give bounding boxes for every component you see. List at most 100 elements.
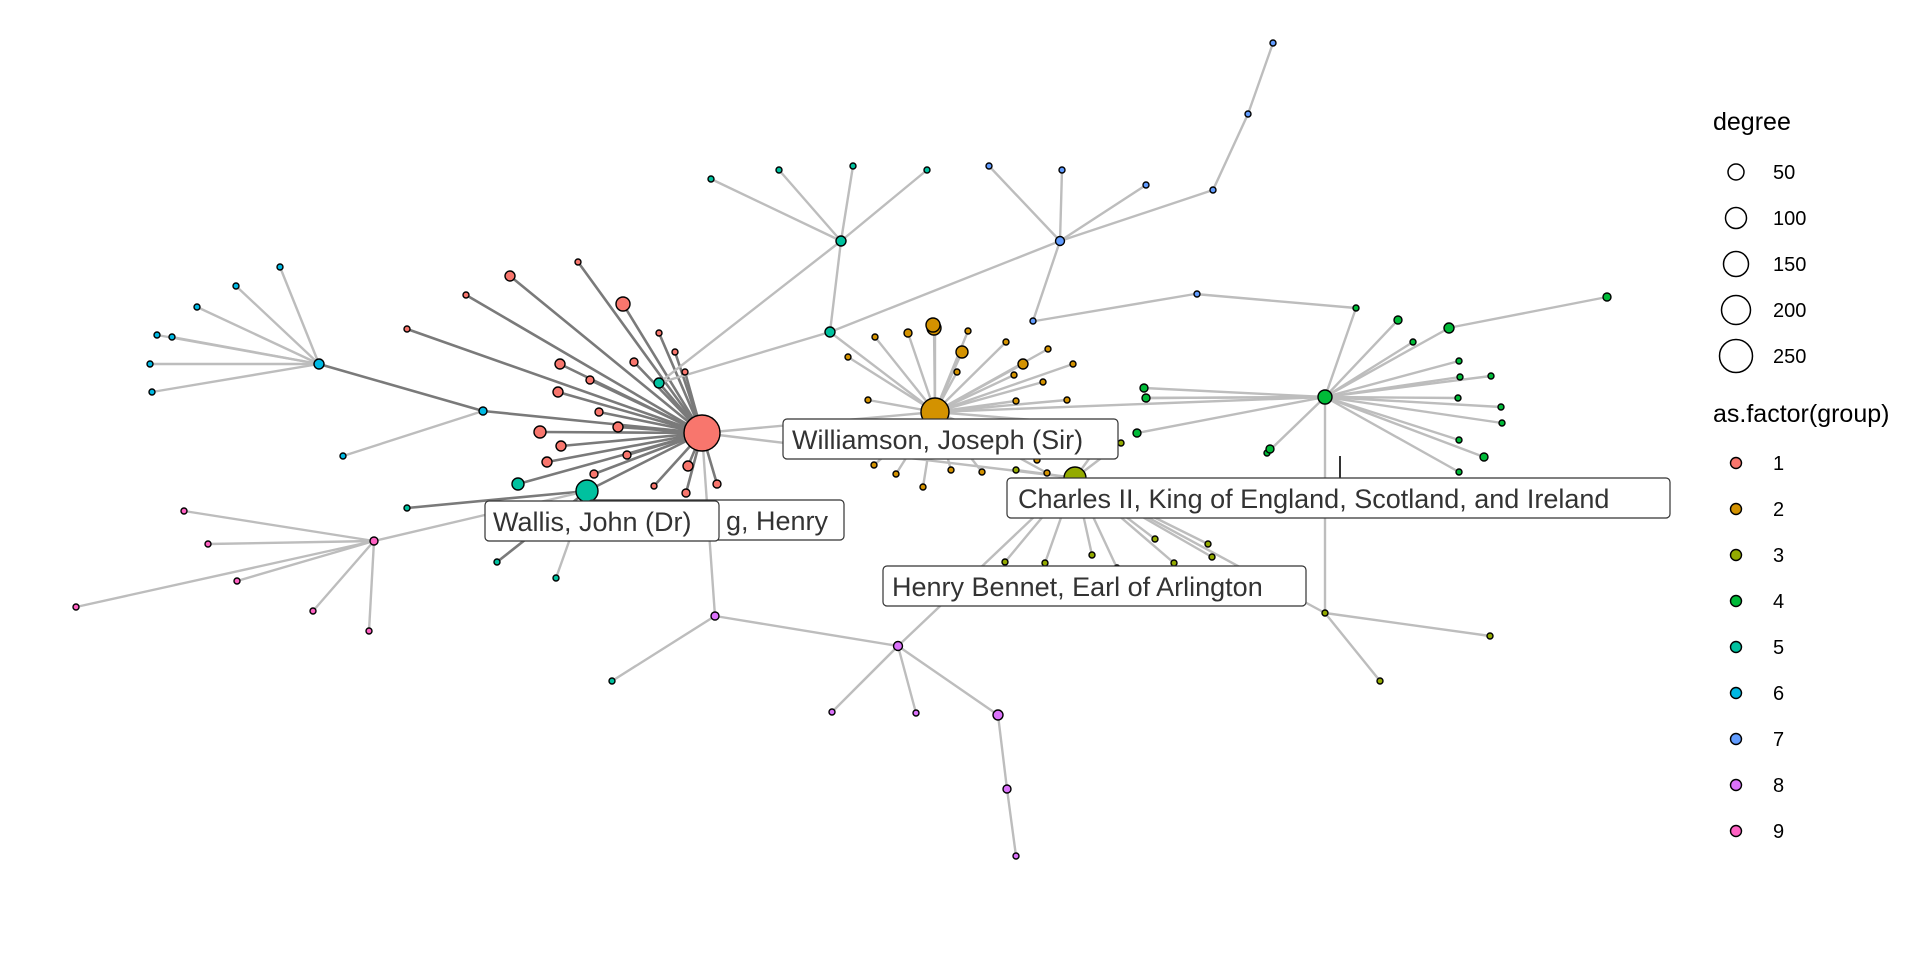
graph-node bbox=[1117, 439, 1125, 447]
legend-group-swatch bbox=[1729, 778, 1743, 792]
graph-node bbox=[1139, 383, 1149, 393]
graph-node bbox=[985, 162, 993, 170]
graph-node bbox=[1041, 559, 1049, 567]
graph-edge bbox=[896, 644, 1000, 717]
graph-node-hub-h8 bbox=[892, 640, 904, 652]
legend-group-label: 9 bbox=[1773, 821, 1784, 843]
graph-node bbox=[1029, 317, 1037, 325]
graph-node bbox=[1244, 110, 1252, 118]
graph-node bbox=[589, 469, 599, 479]
graph-edge bbox=[182, 509, 376, 543]
graph-node bbox=[1170, 559, 1178, 567]
graph-node bbox=[681, 488, 691, 498]
legend-size-circle bbox=[1720, 294, 1752, 326]
graph-node bbox=[919, 483, 927, 491]
graph-edge bbox=[576, 260, 704, 435]
graph-node bbox=[168, 333, 176, 341]
graph-edge bbox=[74, 539, 376, 609]
graph-node bbox=[339, 452, 347, 460]
graph-edge bbox=[317, 362, 485, 413]
graph-node bbox=[1456, 373, 1464, 381]
graph-node bbox=[365, 627, 373, 635]
graph-node bbox=[1455, 468, 1463, 476]
graph-edge bbox=[896, 644, 918, 715]
graph-node bbox=[1002, 784, 1012, 794]
graph-node bbox=[870, 461, 878, 469]
graph-node bbox=[1486, 632, 1494, 640]
label-bennet-text: Henry Bennet, Earl of Arlington bbox=[892, 572, 1263, 602]
graph-node bbox=[403, 325, 411, 333]
legend-size-label: 50 bbox=[1773, 162, 1795, 184]
graph-edge bbox=[367, 539, 376, 633]
legend-size-circle bbox=[1727, 163, 1745, 181]
graph-node bbox=[864, 396, 872, 404]
graph-edge bbox=[516, 431, 704, 486]
graph-edge bbox=[1323, 340, 1415, 399]
graph-node bbox=[533, 425, 547, 439]
graph-node bbox=[585, 375, 595, 385]
graph-edge bbox=[556, 390, 704, 435]
graph-edge bbox=[777, 168, 843, 243]
graph-edge bbox=[278, 265, 321, 366]
graph-edge bbox=[559, 431, 704, 448]
graph-node-hub-wal bbox=[575, 479, 599, 503]
graph-edge bbox=[933, 380, 1045, 414]
graph-node bbox=[1002, 338, 1010, 346]
legend-group-label: 6 bbox=[1773, 683, 1784, 705]
label-wallis-text: Wallis, John (Dr) bbox=[493, 507, 692, 537]
graph-node bbox=[629, 357, 639, 367]
legend-group-title: as.factor(group) bbox=[1713, 400, 1889, 428]
legend-group-swatch bbox=[1729, 732, 1743, 746]
label-wallis: Wallis, John (Dr) bbox=[484, 500, 720, 542]
graph-node bbox=[608, 677, 616, 685]
graph-node bbox=[653, 377, 665, 389]
graph-node bbox=[1012, 852, 1020, 860]
graph-node bbox=[1151, 535, 1159, 543]
legend-group-label: 5 bbox=[1773, 637, 1784, 659]
graph-edge bbox=[464, 293, 704, 435]
graph-node bbox=[1142, 181, 1150, 189]
graph-node bbox=[555, 440, 567, 452]
legend-group-label: 4 bbox=[1773, 591, 1784, 613]
graph-edge bbox=[1323, 395, 1461, 474]
graph-node bbox=[511, 477, 525, 491]
graph-edge bbox=[709, 177, 843, 243]
graph-node bbox=[828, 708, 836, 716]
graph-node bbox=[912, 709, 920, 717]
graph-node bbox=[622, 450, 632, 460]
graph-edge bbox=[1323, 318, 1400, 399]
graph-node bbox=[276, 263, 284, 271]
graph-edge bbox=[621, 302, 704, 435]
legend-group-swatch bbox=[1729, 686, 1743, 700]
graph-edge bbox=[206, 539, 376, 546]
graph-edge bbox=[830, 644, 900, 714]
graph-edge bbox=[1265, 395, 1327, 455]
graph-node bbox=[710, 611, 720, 621]
graph-edge bbox=[1323, 395, 1503, 409]
label-williamson: Williamson, Joseph (Sir) bbox=[782, 418, 1119, 460]
graph-edge bbox=[1058, 183, 1148, 243]
graph-edge bbox=[588, 378, 704, 435]
legend-group-swatch bbox=[1729, 824, 1743, 838]
graph-node bbox=[1479, 452, 1489, 462]
graph-node bbox=[554, 358, 566, 370]
graph-edge bbox=[1323, 359, 1461, 399]
label-charles-text: Charles II, King of England, Scotland, a… bbox=[1018, 484, 1609, 514]
graph-node bbox=[615, 296, 631, 312]
graph-node bbox=[1497, 403, 1505, 411]
graph-node bbox=[1001, 558, 1009, 566]
legend-size-label: 100 bbox=[1773, 208, 1806, 230]
graph-edge bbox=[873, 335, 937, 414]
graph-node bbox=[146, 360, 154, 368]
graph-edge bbox=[839, 168, 929, 243]
graph-edge bbox=[1323, 611, 1382, 683]
graph-edge bbox=[1323, 395, 1486, 459]
graph-node-hub-h6 bbox=[313, 358, 325, 370]
graph-node bbox=[682, 460, 694, 472]
graph-edge bbox=[1142, 386, 1327, 399]
graph-node bbox=[1265, 444, 1275, 454]
graph-node bbox=[992, 709, 1004, 721]
graph-node-hub-h5a bbox=[835, 235, 847, 247]
graph-node bbox=[1044, 345, 1052, 353]
